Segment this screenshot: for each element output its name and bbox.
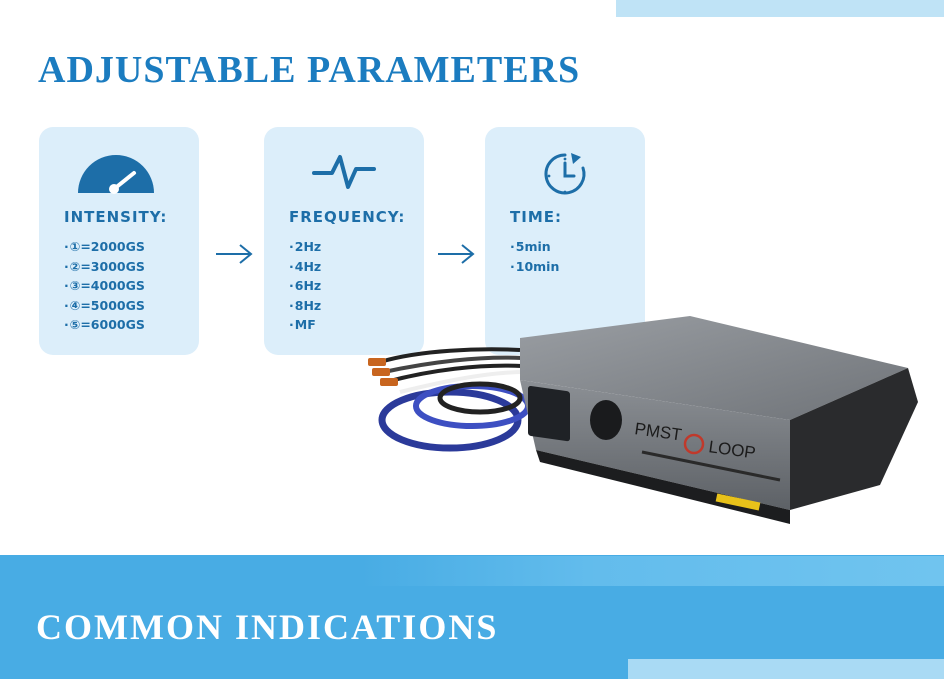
page-title: ADJUSTABLE PARAMETERS: [38, 49, 581, 91]
list-item: 10min: [510, 257, 560, 277]
top-accent-strip: [616, 0, 944, 17]
list-item: ⑤=6000GS: [64, 315, 145, 335]
list-item: MF: [289, 315, 321, 335]
section-title: COMMON INDICATIONS: [36, 607, 499, 647]
gauge-icon: [78, 155, 154, 194]
list-item: 8Hz: [289, 296, 321, 316]
list-item: 2Hz: [289, 237, 321, 257]
list-item: 4Hz: [289, 257, 321, 277]
time-card: TIME: 5min 10min: [485, 127, 645, 355]
list-item: ①=2000GS: [64, 237, 145, 257]
frequency-title: FREQUENCY:: [289, 208, 406, 226]
pulse-wave-icon: [312, 155, 376, 189]
banner-highlight: [360, 556, 944, 586]
time-title: TIME:: [510, 208, 562, 226]
list-item: ③=4000GS: [64, 276, 145, 296]
list-item: ②=3000GS: [64, 257, 145, 277]
arrow-right-icon: [216, 244, 253, 264]
list-item: ④=5000GS: [64, 296, 145, 316]
timer-icon: [544, 153, 586, 195]
intensity-title: INTENSITY:: [64, 208, 168, 226]
banner-corner-strip: [628, 659, 944, 679]
arrow-right-icon: [438, 244, 475, 264]
intensity-card: INTENSITY: ①=2000GS ②=3000GS ③=4000GS ④=…: [39, 127, 199, 355]
pmst-loop-device-image: PMST LOOP: [368, 316, 918, 524]
list-item: 6Hz: [289, 276, 321, 296]
intensity-list: ①=2000GS ②=3000GS ③=4000GS ④=5000GS ⑤=60…: [64, 237, 145, 335]
frequency-list: 2Hz 4Hz 6Hz 8Hz MF: [289, 237, 321, 335]
time-list: 5min 10min: [510, 237, 560, 277]
list-item: 5min: [510, 237, 559, 257]
frequency-card: FREQUENCY: 2Hz 4Hz 6Hz 8Hz MF: [264, 127, 424, 355]
